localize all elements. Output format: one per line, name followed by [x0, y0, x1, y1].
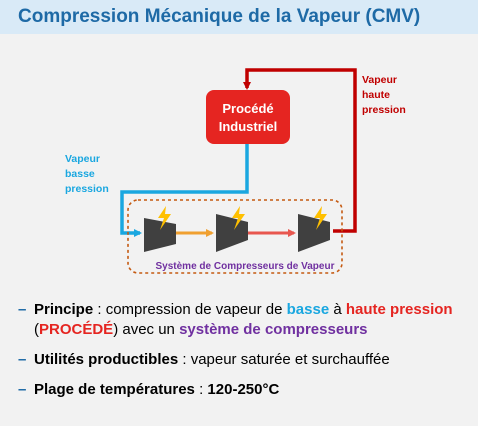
steam-high-label-line1: Vapeur [362, 74, 397, 86]
bullet-temperatures-label: Plage de températures [34, 381, 195, 398]
bullet-haute-pression: haute pression [345, 301, 453, 318]
high-pressure-line [243, 68, 357, 233]
bullet-utilites-label: Utilités productibles [34, 351, 179, 368]
process-box [206, 90, 290, 144]
lightning-icon [158, 206, 171, 230]
bullet-temperatures: – Plage de températures : 120-250°C [18, 380, 468, 400]
compressor-system-label: Système de Compresseurs de Vapeur [156, 261, 335, 272]
bullet-temperature-range: 120-250°C [207, 381, 280, 398]
bullet-principe-label: Principe [34, 301, 94, 318]
process-label-line1: Procédé [222, 101, 273, 116]
bullet-text: ( [34, 321, 39, 338]
bullet-list: – Principe : compression de vapeur de ba… [18, 300, 468, 410]
steam-high-label-line2: haute [362, 89, 390, 101]
compressor-2 [216, 214, 248, 252]
bullet-text: à [329, 301, 346, 318]
compressor-1 [144, 218, 176, 252]
bullet-text: ) avec un [113, 321, 180, 338]
slide-title: Compression Mécanique de la Vapeur (CMV) [18, 6, 421, 27]
compressor-system-box [127, 199, 343, 274]
steam-low-label-line2: basse [65, 168, 95, 180]
bullet-marker: – [18, 301, 27, 318]
lightning-icon [314, 206, 327, 230]
bullet-text: : vapeur saturée et surchauffée [178, 351, 390, 368]
steam-low-label-line3: pression [65, 183, 109, 195]
title-bar: Compression Mécanique de la Vapeur (CMV) [0, 0, 478, 34]
steam-low-label-line1: Vapeur [65, 153, 100, 165]
bullet-marker: – [18, 351, 27, 368]
cmv-diagram: Procédé Industriel Vapeur haute pression… [65, 68, 406, 274]
steam-high-label-line3: pression [362, 104, 406, 116]
lightning-icon [232, 206, 245, 230]
bullet-text: : compression de vapeur de [93, 301, 287, 318]
compressor-3 [298, 214, 330, 252]
bullet-text: : [194, 381, 208, 398]
bullet-principe: – Principe : compression de vapeur de ba… [18, 300, 468, 340]
process-label-line2: Industriel [219, 119, 278, 134]
bullet-utilites: – Utilités productibles : vapeur saturée… [18, 350, 468, 370]
bullet-basse: basse [286, 301, 330, 318]
bullet-systeme-compresseurs: système de compresseurs [179, 321, 368, 338]
bullet-procede: PROCÉDÉ [39, 321, 114, 338]
bullet-marker: – [18, 381, 27, 398]
